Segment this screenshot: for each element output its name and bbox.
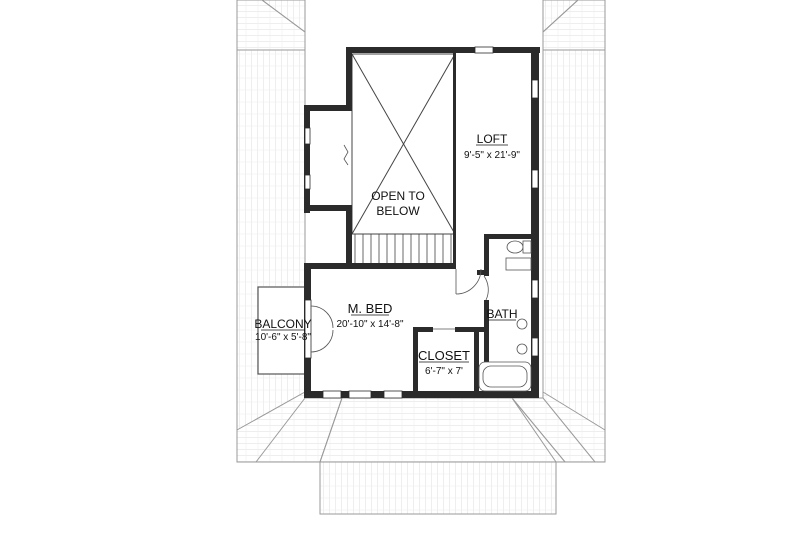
roof — [236, 0, 606, 515]
closet-dims: 6'-7" x 7' — [425, 366, 463, 377]
windows — [304, 46, 539, 399]
roof-bottom-extension — [319, 461, 557, 515]
toilet — [506, 240, 524, 254]
master-bed-dims: 20'-10" x 14'-8" — [336, 319, 404, 330]
balcony-label: BALCONY — [254, 317, 311, 331]
loft-label: LOFT — [477, 132, 508, 146]
label-underlines — [261, 144, 516, 363]
labels: LOFT 9'-5" x 21'-9" OPEN TO BELOW M. BED… — [254, 132, 520, 377]
closet-label: CLOSET — [418, 348, 470, 363]
shower — [505, 257, 532, 271]
bath-fixtures — [478, 240, 532, 392]
bath-label: BATH — [486, 307, 517, 321]
roof-hip-lines — [255, 0, 596, 463]
open-to-below-label-1: OPEN TO — [371, 189, 425, 203]
roof-left-panel — [236, 0, 306, 463]
open-to-below-label-2: BELOW — [376, 204, 420, 218]
roof-top-left-hip — [236, 0, 306, 51]
roof-right-panel — [542, 0, 606, 463]
balcony-dims: 10'-6" x 5'-8" — [255, 332, 311, 343]
doors — [310, 144, 489, 353]
loft-dims: 9'-5" x 21'-9" — [464, 150, 520, 161]
sink — [516, 318, 528, 330]
master-bed-label: M. BED — [348, 301, 393, 316]
